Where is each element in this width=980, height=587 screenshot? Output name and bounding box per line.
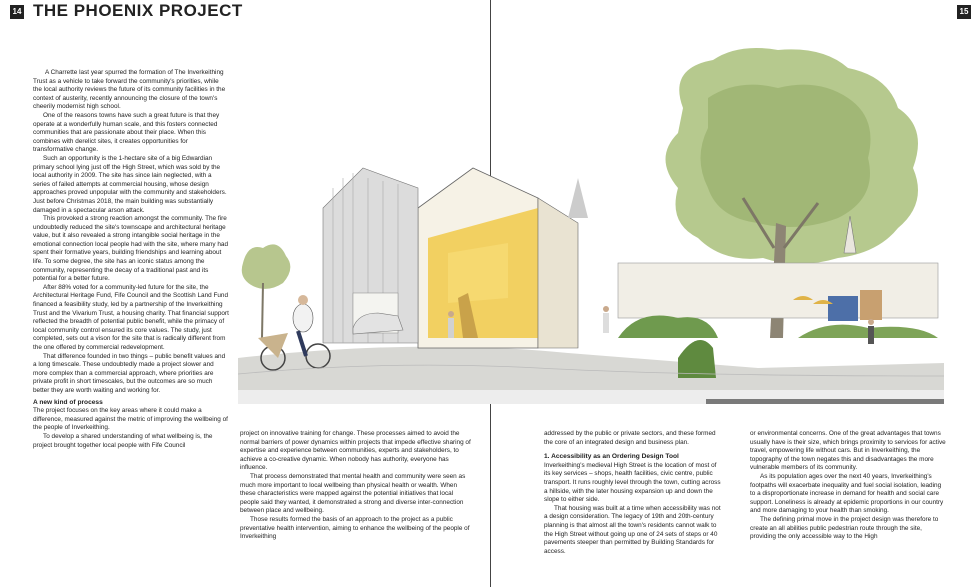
paragraph: Inverkeithing's medieval High Street is … (544, 461, 721, 504)
paragraph: addressed by the public or private secto… (544, 430, 716, 446)
page-title: THE PHOENIX PROJECT (33, 1, 243, 20)
paragraph: One of the reasons towns have such a gre… (33, 111, 220, 154)
paragraph: Such an opportunity is the 1-hectare sit… (33, 154, 227, 214)
paragraph: The project focuses on the key areas whe… (33, 407, 228, 432)
section-heading: 1. Accessibility as an Ordering Design T… (544, 453, 679, 461)
section-heading: A new kind of process (33, 398, 103, 406)
text-column-2: project on innovative training for chang… (240, 430, 474, 542)
page-number-left: 14 (10, 5, 24, 19)
paragraph: To develop a shared understanding of wha… (33, 432, 213, 449)
paragraph: As its population ages over the next 40 … (750, 472, 944, 515)
text-column-1: A Charrette last year spurred the format… (33, 69, 229, 450)
paragraph: Those results formed the basis of an app… (240, 515, 470, 541)
paragraph: project on innovative training for chang… (240, 430, 471, 472)
paragraph: or environmental concerns. One of the gr… (750, 430, 946, 472)
paragraph: That difference founded in two things – … (33, 352, 226, 394)
background-houses (617, 215, 939, 321)
large-tree-right (665, 47, 918, 338)
tree-left (241, 244, 291, 339)
architectural-sketch-illustration (238, 47, 944, 404)
paragraph: A Charrette last year spurred the format… (33, 69, 226, 111)
divider-bar (706, 399, 944, 404)
page-number-right: 15 (957, 5, 971, 19)
paragraph: That housing was built at a time when ac… (544, 504, 721, 555)
pedestrian-figures (448, 306, 874, 344)
paragraph: After 88% voted for a community-led futu… (33, 283, 229, 351)
paragraph: This provoked a strong reaction amongst … (33, 215, 229, 283)
main-house (417, 167, 588, 349)
text-column-4: or environmental concerns. One of the gr… (750, 430, 946, 542)
paragraph: The defining primal move in the project … (750, 515, 939, 541)
paragraph: That process demonstrated that mental he… (240, 472, 466, 515)
cyclist-figure (258, 295, 331, 371)
text-column-3: addressed by the public or private secto… (544, 430, 722, 556)
